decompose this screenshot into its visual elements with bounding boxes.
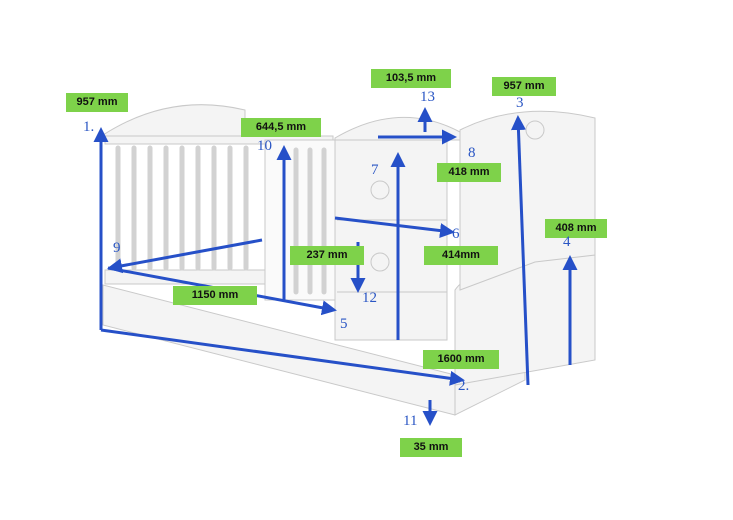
marker-2: 2. (458, 378, 470, 394)
marker-1: 1. (83, 119, 95, 135)
label-d8: 418 mm (437, 163, 501, 182)
label-d9: 1150 mm (173, 286, 257, 305)
drawer-ornament-bottom (370, 252, 390, 272)
headboard-ornament (525, 120, 545, 140)
arrow-2 (100, 328, 465, 386)
marker-6: 6 (452, 226, 460, 242)
marker-11: 11 (403, 413, 418, 429)
label-d11: 35 mm (400, 438, 462, 457)
label-d1: 957 mm (66, 93, 128, 112)
marker-5: 5 (340, 316, 348, 332)
label-d6: 414mm (424, 246, 498, 265)
label-d3: 957 mm (492, 77, 556, 96)
marker-3: 3 (516, 95, 524, 111)
label-d10: 644,5 mm (241, 118, 321, 137)
arrow-6 (334, 216, 455, 239)
label-d2: 1600 mm (423, 350, 499, 369)
dimension-arrows (93, 107, 578, 426)
label-d4: 408 mm (545, 219, 607, 238)
label-d13: 103,5 mm (371, 69, 451, 88)
arrow-3 (510, 115, 530, 386)
dresser-top (334, 116, 461, 141)
arrow-9 (107, 238, 263, 274)
marker-4: 4 (563, 234, 571, 250)
marker-12: 12 (362, 290, 377, 306)
drawer-ornament-top (370, 180, 390, 200)
left-headboard (102, 104, 246, 141)
marker-10: 10 (257, 138, 272, 154)
marker-9: 9 (113, 240, 121, 256)
label-d12: 237 mm (290, 246, 364, 265)
marker-7: 7 (371, 162, 379, 178)
marker-13: 13 (420, 89, 435, 105)
dresser-body (334, 139, 448, 341)
marker-8: 8 (468, 145, 476, 161)
right-headboard (459, 110, 596, 291)
